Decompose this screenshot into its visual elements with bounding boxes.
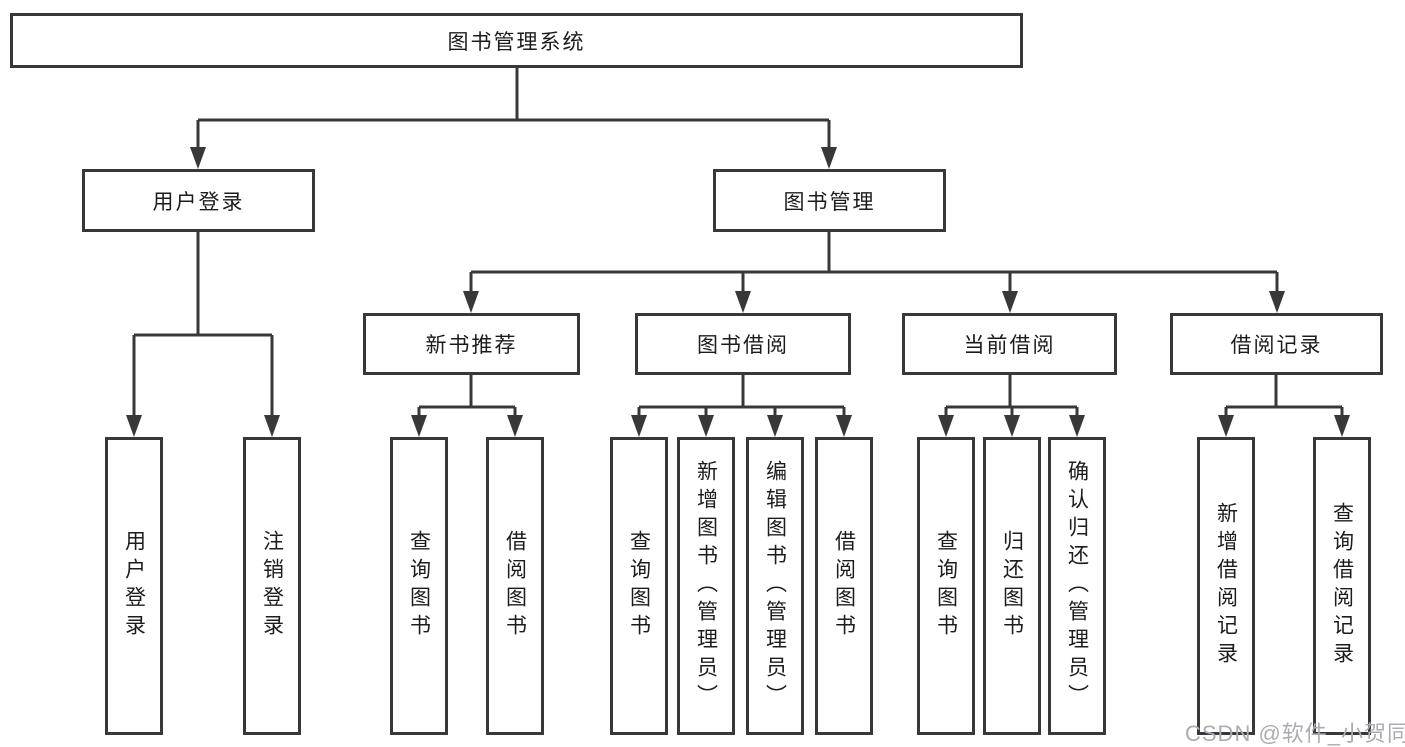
arrow-icon xyxy=(836,415,852,437)
arrow-icon xyxy=(507,415,523,437)
leaf-label: 查询图书 xyxy=(934,530,958,642)
arrow-icon xyxy=(411,415,427,437)
leaf-logout: 注销登录 xyxy=(243,437,301,735)
node-label: 图书管理 xyxy=(783,190,876,214)
leaf-label: 归还图书 xyxy=(1000,530,1024,642)
branch-current-borrowing xyxy=(944,375,1079,419)
arrow-icon xyxy=(190,147,206,169)
leaf-borrow-books: 借阅图书 xyxy=(815,437,873,735)
branch-book-borrowing xyxy=(637,375,846,419)
node-borrowing-records: 借阅记录 xyxy=(1170,313,1383,375)
leaf-query-borrow-record: 查询借阅记录 xyxy=(1313,437,1371,735)
node-label: 图书管理系统 xyxy=(447,30,586,54)
leaf-label: 借阅图书 xyxy=(832,530,856,642)
node-label: 新书推荐 xyxy=(425,334,518,357)
node-label: 图书借阅 xyxy=(697,334,789,357)
node-book-borrowing: 图书借阅 xyxy=(635,313,851,375)
leaf-label: 新增图书（管理员） xyxy=(694,460,718,712)
leaf-edit-book-admin: 编辑图书（管理员） xyxy=(746,437,804,735)
csdn-watermark: CSDN @软件_小贺同学 xyxy=(1185,721,1405,746)
leaf-label: 查询借阅记录 xyxy=(1330,502,1354,670)
arrow-icon xyxy=(1002,291,1018,313)
branch-new-book-recommendation xyxy=(417,375,517,419)
arrow-icon xyxy=(631,415,647,437)
node-current-borrowing: 当前借阅 xyxy=(902,313,1117,375)
arrow-icon xyxy=(1069,415,1085,437)
leaf-label: 注销登录 xyxy=(260,530,284,642)
branch-book-management xyxy=(469,232,1279,295)
node-book-management: 图书管理 xyxy=(713,169,946,232)
arrow-icon xyxy=(821,147,837,169)
arrow-icon xyxy=(463,291,479,313)
arrow-icon xyxy=(126,415,142,437)
leaf-query-books-recommend: 查询图书 xyxy=(390,437,448,735)
arrow-icon xyxy=(1218,415,1234,437)
leaf-label: 用户登录 xyxy=(122,530,146,642)
leaf-add-borrow-record: 新增借阅记录 xyxy=(1197,437,1255,735)
leaf-label: 新增借阅记录 xyxy=(1214,502,1238,670)
node-label: 用户登录 xyxy=(152,190,245,214)
leaf-query-books-borrow: 查询图书 xyxy=(610,437,668,735)
leaf-label: 确认归还（管理员） xyxy=(1065,460,1089,712)
leaf-confirm-return-admin: 确认归还（管理员） xyxy=(1048,437,1106,735)
node-library-management-system: 图书管理系统 xyxy=(10,13,1023,68)
branch-borrowing-records xyxy=(1224,375,1344,419)
node-user-login: 用户登录 xyxy=(82,169,315,232)
arrow-icon xyxy=(767,415,783,437)
arrow-icon xyxy=(1334,415,1350,437)
leaf-borrow-books-recommend: 借阅图书 xyxy=(486,437,544,735)
node-label: 借阅记录 xyxy=(1230,334,1323,357)
arrow-icon xyxy=(938,415,954,437)
leaf-query-books-current: 查询图书 xyxy=(917,437,975,735)
leaf-user-login: 用户登录 xyxy=(105,437,163,735)
branch-user-login xyxy=(132,232,274,419)
arrow-icon xyxy=(698,415,714,437)
leaf-add-book-admin: 新增图书（管理员） xyxy=(677,437,735,735)
arrow-icon xyxy=(1269,291,1285,313)
arrow-icon xyxy=(1004,415,1020,437)
node-label: 当前借阅 xyxy=(963,334,1056,357)
arrow-icon xyxy=(735,291,751,313)
leaf-label: 编辑图书（管理员） xyxy=(763,460,787,712)
branch-root xyxy=(196,68,831,151)
leaf-label: 查询图书 xyxy=(627,530,651,642)
arrow-icon xyxy=(264,415,280,437)
leaf-return-books: 归还图书 xyxy=(983,437,1041,735)
node-new-book-recommendation: 新书推荐 xyxy=(363,313,580,375)
leaf-label: 查询图书 xyxy=(407,530,431,642)
leaf-label: 借阅图书 xyxy=(503,530,527,642)
